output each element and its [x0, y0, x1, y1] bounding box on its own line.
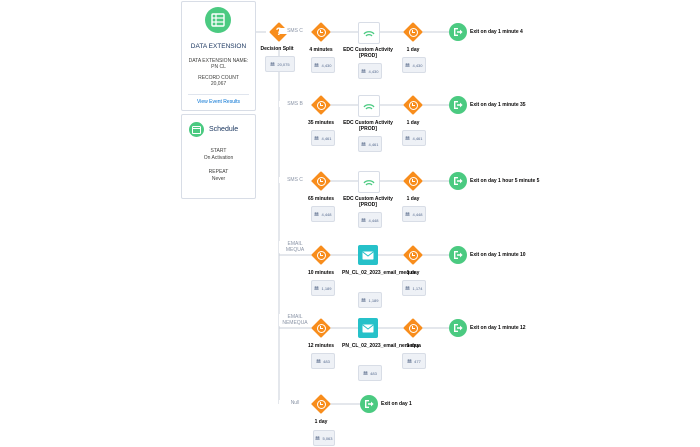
wait-node[interactable]	[310, 393, 332, 415]
decision-split-label: Decision Split	[260, 46, 294, 52]
wait-node[interactable]	[310, 94, 332, 116]
entry-source-title: DATA EXTENSION	[190, 43, 247, 50]
exit-label: Exit on day 1 minute 10	[470, 252, 526, 258]
exit-label: Exit on day 1 minute 12	[470, 325, 526, 331]
wait-label: 65 minutes	[307, 196, 335, 202]
exit-label: Exit on day 1 hour 5 minute 5	[470, 178, 540, 184]
path-label: EMAIL MEQUA	[279, 241, 311, 253]
path-label: Null	[279, 400, 311, 406]
schedule-repeat-label: REPEAT	[208, 169, 229, 175]
wait-count-badge[interactable]: 483	[311, 353, 335, 369]
path-label: SMS C	[279, 28, 311, 34]
activity-count-badge[interactable]: 4,430	[358, 63, 382, 79]
wait-count-badge[interactable]: 1,189	[311, 280, 335, 296]
clock-icon	[408, 100, 418, 110]
wait-node[interactable]	[310, 21, 332, 43]
wait-node[interactable]	[310, 317, 332, 339]
email-activity-node[interactable]	[358, 245, 378, 265]
activity-count-badge[interactable]: 4,448	[358, 212, 382, 228]
activity-label: EDC Custom Activity [PROD]	[343, 196, 393, 208]
wait-count-badge[interactable]: 4,461	[402, 130, 426, 146]
exit-node[interactable]	[449, 246, 467, 264]
record-count-label: RECORD COUNT	[198, 75, 239, 81]
wait-label: 1 day	[314, 419, 328, 425]
custom-activity-node[interactable]	[358, 95, 380, 117]
path-label: SMS C	[279, 177, 311, 183]
data-extension-name-value: PN CL	[211, 64, 226, 70]
exit-label: Exit on day 1 minute 35	[470, 102, 526, 108]
wait-label: 10 minutes	[307, 270, 335, 276]
exit-label: Exit on day 1 minute 4	[470, 29, 523, 35]
clock-icon	[408, 323, 418, 333]
calendar-icon	[189, 122, 204, 137]
wait-count-badge[interactable]: 477	[402, 353, 426, 369]
custom-activity-node[interactable]	[358, 171, 380, 193]
wait-count-badge[interactable]: 4,448	[402, 206, 426, 222]
exit-node[interactable]	[449, 23, 467, 41]
wait-label: 1 day	[406, 270, 420, 276]
activity-label: EDC Custom Activity [PROD]	[343, 47, 393, 59]
wait-count-badge[interactable]: 4,461	[311, 130, 335, 146]
activity-label: PN_CL_02_2023_email_mequa	[342, 270, 416, 276]
wait-label: 1 day	[406, 47, 420, 53]
schedule-card[interactable]: Schedule START On Activation REPEAT Neve…	[181, 114, 256, 199]
wait-count-badge[interactable]: 4,430	[402, 57, 426, 73]
wait-label: 12 minutes	[307, 343, 335, 349]
data-extension-icon	[205, 7, 231, 33]
divider	[188, 94, 249, 95]
schedule-start-label: START	[210, 148, 227, 154]
wait-label: 1 day	[406, 343, 420, 349]
activity-count-badge[interactable]: 483	[358, 365, 382, 381]
wait-label: 35 minutes	[307, 120, 335, 126]
exit-node[interactable]	[360, 395, 378, 413]
activity-count-badge[interactable]: 1,189	[358, 292, 382, 308]
question-mark-icon: ?	[268, 21, 290, 43]
path-label: SMS B	[279, 101, 311, 107]
wait-label: 1 day	[406, 196, 420, 202]
decision-split-node[interactable]: ?	[268, 21, 290, 43]
clock-icon	[316, 323, 326, 333]
clock-icon	[316, 27, 326, 37]
wait-label: 1 day	[406, 120, 420, 126]
wait-label: 4 minutes	[309, 47, 333, 53]
wait-count-badge[interactable]: 1,174	[402, 280, 426, 296]
exit-node[interactable]	[449, 96, 467, 114]
activity-label: EDC Custom Activity [PROD]	[343, 120, 393, 132]
wait-node[interactable]	[402, 244, 424, 266]
schedule-start-value: On Activation	[203, 155, 234, 161]
wait-count-badge[interactable]: 4,430	[311, 57, 335, 73]
wait-node[interactable]	[402, 21, 424, 43]
activity-count-badge[interactable]: 4,461	[358, 136, 382, 152]
schedule-title: Schedule	[209, 126, 239, 133]
entry-source-card[interactable]: DATA EXTENSION DATA EXTENSION NAME: PN C…	[181, 1, 256, 111]
schedule-repeat-value: Never	[211, 176, 226, 182]
wait-node[interactable]	[310, 170, 332, 192]
exit-node[interactable]	[449, 172, 467, 190]
exit-node[interactable]	[449, 319, 467, 337]
clock-icon	[408, 27, 418, 37]
activity-label: PN_CL_02_2023_email_nemequa	[342, 343, 421, 349]
clock-icon	[316, 250, 326, 260]
clock-icon	[316, 100, 326, 110]
view-event-results-link[interactable]: View Event Results	[197, 99, 240, 105]
wait-node[interactable]	[310, 244, 332, 266]
contacts-icon	[270, 62, 276, 66]
clock-icon	[408, 176, 418, 186]
email-activity-node[interactable]	[358, 318, 378, 338]
clock-icon	[408, 250, 418, 260]
clock-icon	[316, 399, 326, 409]
wait-node[interactable]	[402, 170, 424, 192]
wait-node[interactable]	[402, 94, 424, 116]
data-extension-name-label: DATA EXTENSION NAME:	[188, 58, 249, 64]
decision-split-count-badge[interactable]: 20,075	[265, 56, 295, 72]
record-count-value: 20,067	[210, 81, 227, 87]
custom-activity-node[interactable]	[358, 22, 380, 44]
wait-count-badge[interactable]: 4,448	[311, 206, 335, 222]
wait-count-badge[interactable]: 5,063	[313, 430, 335, 446]
wait-node[interactable]	[402, 317, 424, 339]
clock-icon	[316, 176, 326, 186]
exit-label: Exit on day 1	[381, 401, 412, 407]
path-label: EMAIL NEMEQUA	[279, 314, 311, 326]
